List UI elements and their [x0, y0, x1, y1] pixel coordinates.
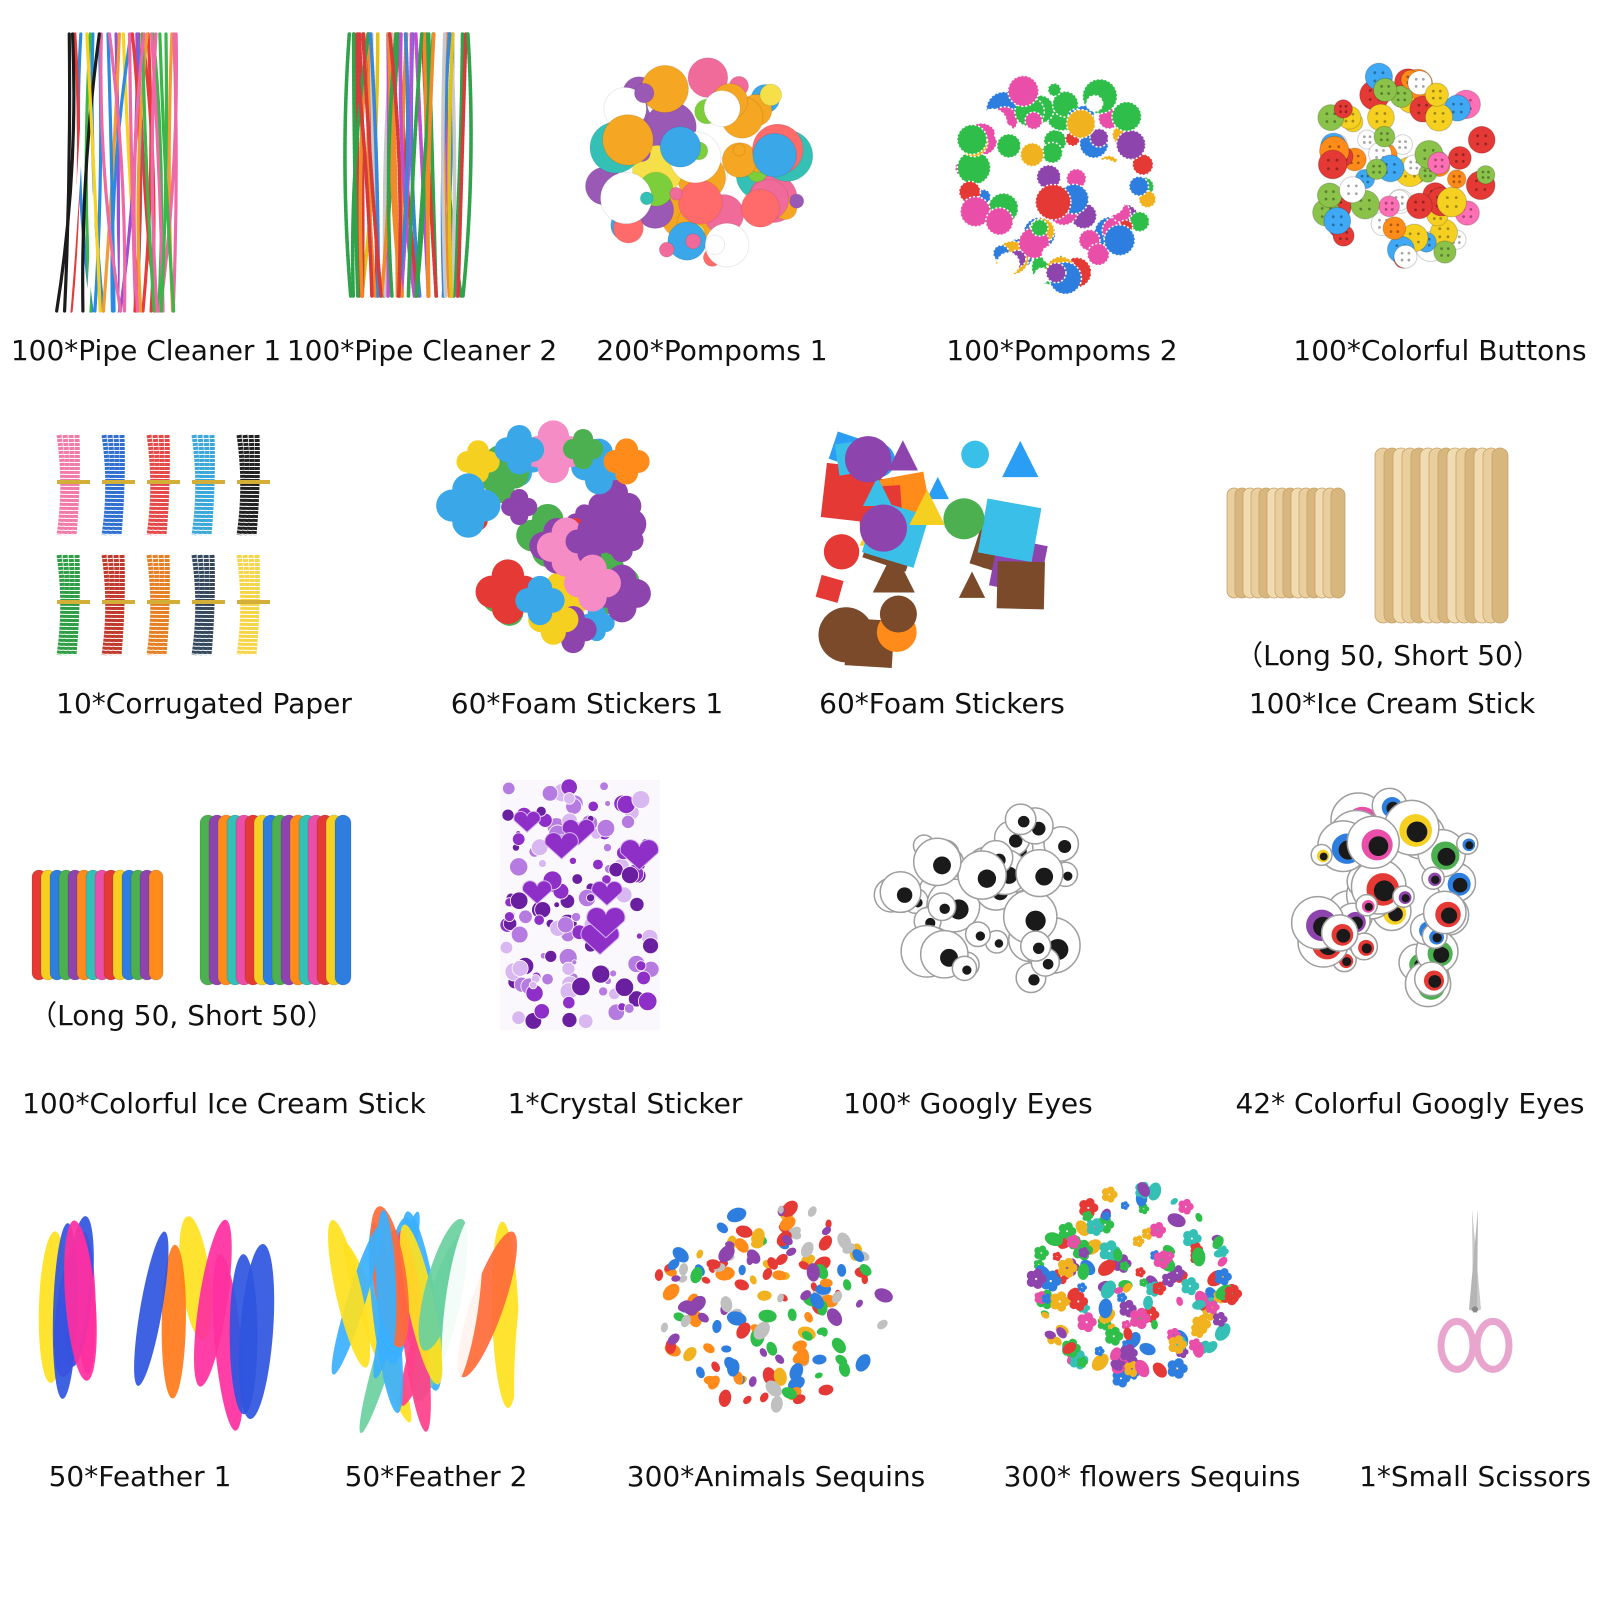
colorful-googly-eyes-icon: [1285, 785, 1525, 1008]
item-label: 10*Corrugated Paper: [56, 687, 352, 720]
marabou-feathers-icon: [325, 1195, 550, 1438]
pipe-cleaners-icon: [55, 30, 185, 315]
glitter-pompoms-icon: [950, 70, 1160, 295]
feathers-icon: [35, 1205, 280, 1431]
item-label: 100*Ice Cream Stick: [1248, 687, 1536, 720]
tinsel-pipe-cleaners-icon: [340, 30, 480, 300]
item-note: （Long 50, Short 50）: [29, 999, 335, 1032]
item-label: 300* flowers Sequins: [1003, 1460, 1301, 1493]
pompoms-icon: [584, 57, 820, 270]
wooden-sticks-icon: [1225, 447, 1510, 628]
item-label: 1*Small Scissors: [1359, 1460, 1591, 1493]
corrugated-paper-icon: [45, 425, 290, 665]
buttons-icon: [1305, 60, 1505, 275]
crystal-sticker-icon: [499, 778, 660, 1030]
item-label: 1*Crystal Sticker: [507, 1087, 743, 1120]
item-label: 100*Colorful Buttons: [1293, 334, 1587, 367]
flower-foam-icon: [435, 420, 660, 655]
item-label: 100*Pompoms 2: [946, 334, 1178, 367]
item-label: 100*Colorful Ice Cream Stick: [22, 1087, 426, 1120]
item-label: 60*Foam Stickers 1: [450, 687, 724, 720]
item-label: 50*Feather 2: [344, 1460, 528, 1493]
shape-foam-icon: [808, 425, 1053, 670]
item-label: 42* Colorful Googly Eyes: [1235, 1087, 1585, 1120]
item-label: 50*Feather 1: [48, 1460, 232, 1493]
item-note: （Long 50, Short 50）: [1235, 639, 1541, 672]
animal-sequins-icon: [640, 1195, 895, 1415]
item-label: 100* Googly Eyes: [843, 1087, 1093, 1120]
item-label: 300*Animals Sequins: [626, 1460, 926, 1493]
colored-sticks-icon: [30, 814, 355, 990]
googly-eyes-icon: [870, 795, 1105, 1005]
scissors-icon: [1430, 1205, 1520, 1385]
item-label: 100*Pipe Cleaner 2: [286, 334, 558, 367]
item-label: 200*Pompoms 1: [596, 334, 828, 367]
item-label: 60*Foam Stickers: [819, 687, 1065, 720]
item-label: 100*Pipe Cleaner 1: [10, 334, 282, 367]
flower-sequins-icon: [1025, 1180, 1245, 1395]
